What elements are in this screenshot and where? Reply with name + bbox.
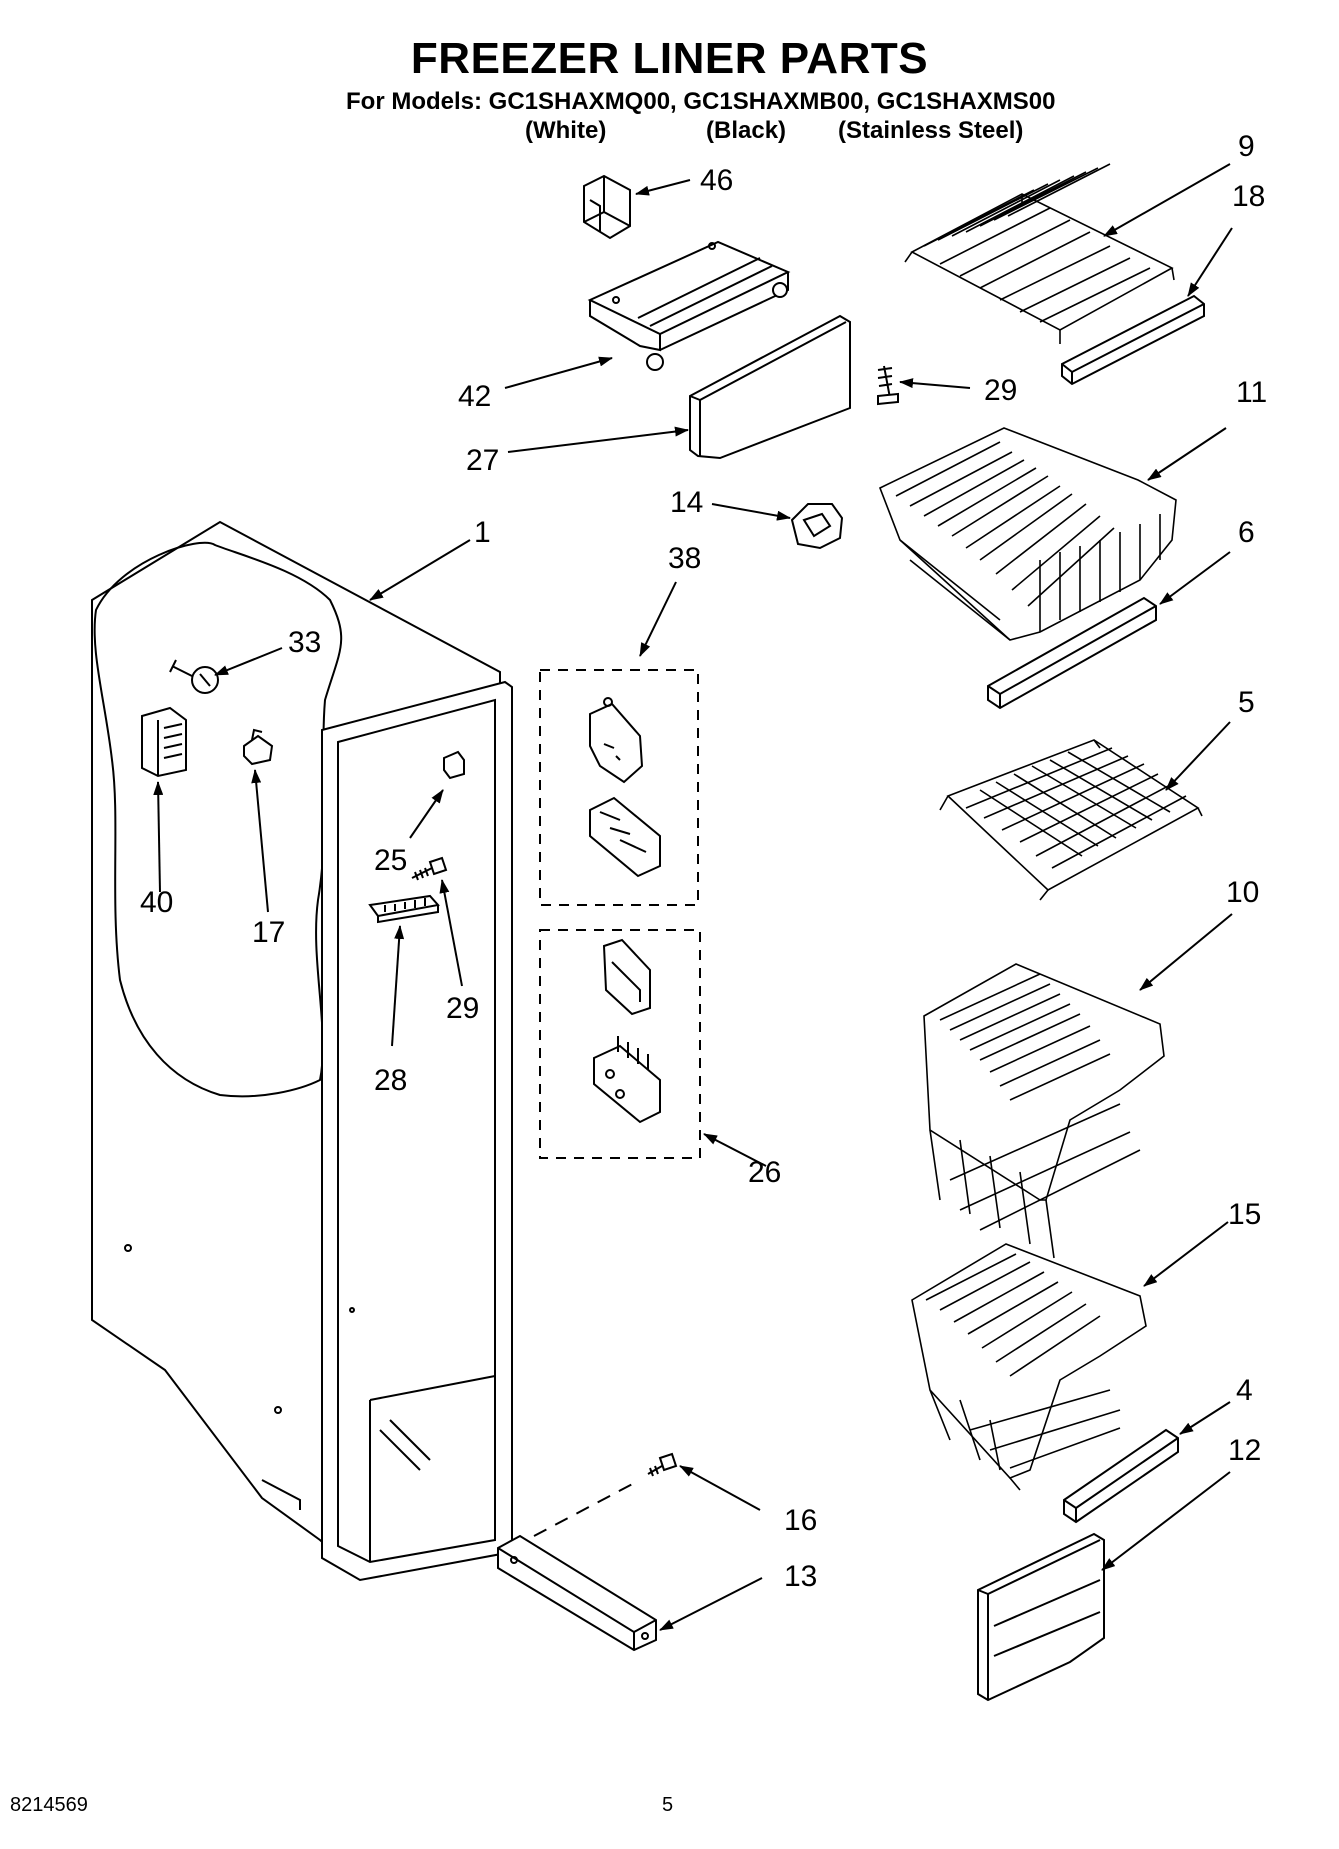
- part-46-cap: [583, 174, 631, 240]
- part-38-components: [589, 697, 661, 878]
- callout-15: 15: [1228, 1198, 1261, 1231]
- part-6-trim-rod: [987, 596, 1157, 710]
- part-10-basket: [923, 963, 1165, 1259]
- part-14-bumper: [790, 503, 844, 550]
- page-number: 5: [662, 1794, 674, 1816]
- callout-12: 12: [1228, 1434, 1261, 1467]
- variant-white: (White): [525, 117, 607, 144]
- part-15-basket: [911, 1243, 1147, 1491]
- callout-17: 17: [252, 916, 285, 949]
- callout-42: 42: [458, 380, 491, 413]
- part-29-screw-right: [877, 365, 899, 406]
- part-12-drawer-front: [977, 1532, 1105, 1702]
- part-26-group-box: [539, 929, 701, 1159]
- part-4-trim-rod: [1063, 1428, 1179, 1524]
- freezer-liner: [91, 520, 513, 1582]
- callout-28: 28: [374, 1064, 407, 1097]
- callout-5: 5: [1238, 686, 1255, 719]
- part-29-screw-left: [411, 856, 448, 881]
- part-26-components: [593, 938, 661, 1124]
- callout-6: 6: [1238, 516, 1255, 549]
- callout-38: 38: [668, 542, 701, 575]
- models-line: For Models: GC1SHAXMQ00, GC1SHAXMB00, GC…: [346, 88, 1056, 115]
- callout-27: 27: [466, 444, 499, 477]
- part-11-deep-basket: [878, 427, 1177, 641]
- variant-stainless: (Stainless Steel): [838, 117, 1024, 144]
- callout-18: 18: [1232, 180, 1265, 213]
- part-13-rail: [497, 1479, 657, 1652]
- part-5-wire-shelf: [939, 739, 1203, 901]
- callout-11: 11: [1236, 376, 1267, 409]
- part-33-bulb: [169, 659, 219, 694]
- callout-14: 14: [670, 486, 703, 519]
- part-18-trim-rod: [1061, 294, 1205, 386]
- callout-29-left: 29: [446, 992, 479, 1025]
- part-16-screw: [647, 1452, 678, 1477]
- callout-33: 33: [288, 626, 321, 659]
- callout-46: 46: [700, 164, 733, 197]
- callout-1: 1: [474, 516, 491, 549]
- callout-4: 4: [1236, 1374, 1253, 1407]
- page-title: FREEZER LINER PARTS: [410, 34, 929, 83]
- callout-13: 13: [784, 1560, 817, 1593]
- part-25-clip: [443, 750, 465, 780]
- part-17-switch: [243, 728, 274, 766]
- part-27-cover-plate: [689, 314, 851, 460]
- callout-numbers: 1 33 40 17 25 29 28 46 42 27 14 38 26 16…: [140, 130, 1267, 1593]
- part-40-light-shield: [141, 706, 187, 778]
- part-38-group-box: [539, 669, 699, 906]
- part-28-bracket: [368, 894, 440, 924]
- callout-29-right: 29: [984, 374, 1017, 407]
- callout-10: 10: [1226, 876, 1259, 909]
- callout-26: 26: [748, 1156, 781, 1189]
- variant-black: (Black): [706, 117, 787, 144]
- callout-16: 16: [784, 1504, 817, 1537]
- part-42-hinge-cover: [587, 240, 791, 371]
- callout-40: 40: [140, 886, 173, 919]
- leader-lines: [153, 163, 1233, 1631]
- callout-25: 25: [374, 844, 407, 877]
- part-9-wire-shelf: [904, 163, 1175, 344]
- doc-number: 8214569: [10, 1794, 88, 1816]
- callout-9: 9: [1238, 130, 1255, 163]
